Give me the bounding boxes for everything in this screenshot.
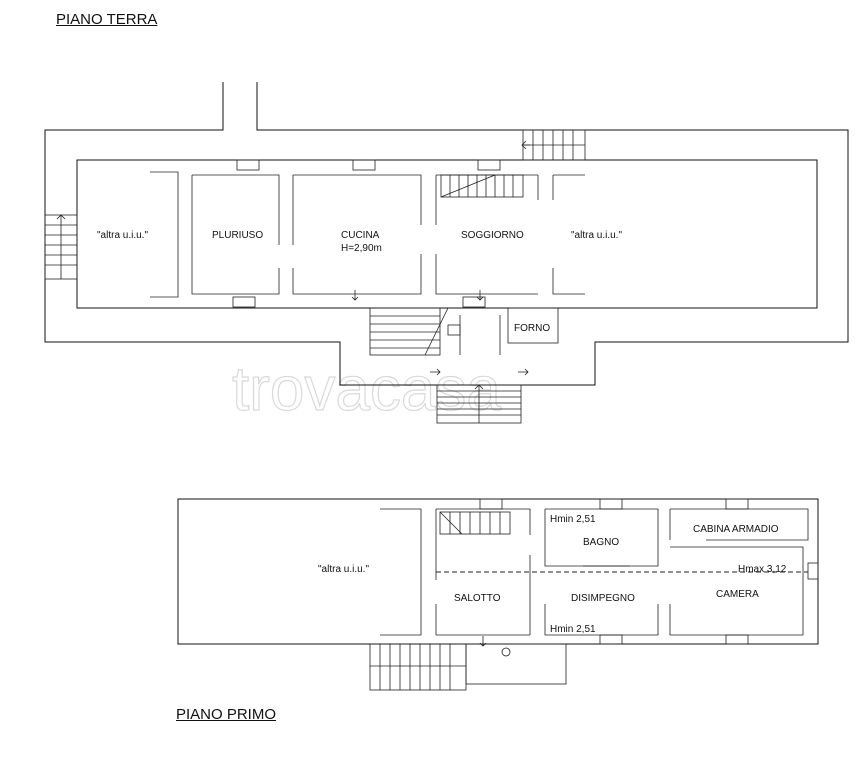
soggiorno-label: SOGGIORNO — [461, 230, 524, 241]
ground-floor-plan: "altra u.i.u." PLURIUSO CUCINA H=2,90m S… — [44, 82, 849, 424]
window — [725, 634, 749, 645]
hmin-top-label: Hmin 2,51 — [550, 514, 596, 525]
window — [479, 498, 503, 510]
window — [352, 159, 376, 171]
cucina-height-label: H=2,90m — [341, 243, 382, 254]
door-arrow — [476, 290, 484, 301]
window — [462, 296, 486, 308]
disimpegno-label: DISIMPEGNO — [571, 593, 635, 604]
cucina-label: CUCINA — [341, 230, 380, 241]
pluriuso-walls — [191, 174, 280, 295]
ground-inner-wall — [76, 159, 818, 309]
door-arrow — [351, 290, 359, 301]
soggiorno-walls — [435, 174, 539, 295]
cabina-armadio-label: CABINA ARMADIO — [693, 524, 779, 535]
hmin-bottom-label: Hmin 2,51 — [550, 624, 596, 635]
left-unit-partition — [150, 171, 179, 298]
first-floor-heading: PIANO PRIMO — [176, 706, 277, 723]
window — [236, 159, 260, 171]
bagno-label: BAGNO — [583, 537, 619, 548]
window — [599, 634, 623, 645]
cucina-walls — [292, 174, 422, 295]
lower-stair — [369, 307, 501, 356]
door-arrow — [518, 368, 529, 376]
ground-outer-wall — [44, 82, 849, 386]
top-external-stair — [521, 129, 586, 161]
first-floor-external-stair — [369, 636, 567, 691]
salotto-left-walls — [380, 508, 437, 636]
window — [232, 296, 256, 308]
ground-floor-heading: PIANO TERRA — [56, 11, 158, 28]
window — [599, 498, 623, 510]
hmax-label: Hmax 3,12 — [738, 564, 787, 575]
salotto-walls — [436, 508, 531, 636]
other-unit-label: "altra u.i.u." — [318, 564, 369, 575]
salotto-label: SALOTTO — [454, 593, 501, 604]
other-unit-left-label: "altra u.i.u." — [97, 230, 148, 241]
internal-stair — [440, 174, 524, 198]
watermark: trovacasa — [232, 355, 501, 424]
first-floor-plan: "altra u.i.u." Hmin 2,51 BAGNO CABINA AR… — [177, 498, 819, 691]
pluriuso-label: PLURIUSO — [212, 230, 263, 241]
window — [477, 159, 501, 171]
window — [725, 498, 749, 510]
door-arrow — [430, 368, 441, 376]
camera-walls — [669, 546, 804, 636]
first-outer-wall — [177, 498, 819, 645]
forno-room — [507, 307, 559, 344]
first-floor-internal-stair — [439, 511, 511, 535]
forno-label: FORNO — [514, 323, 550, 334]
entrance-stair — [436, 384, 522, 424]
window — [807, 562, 819, 580]
other-unit-right-label: "altra u.i.u." — [571, 230, 622, 241]
left-external-stair — [44, 214, 78, 280]
camera-label: CAMERA — [716, 589, 759, 600]
right-unit-openings — [552, 174, 585, 295]
